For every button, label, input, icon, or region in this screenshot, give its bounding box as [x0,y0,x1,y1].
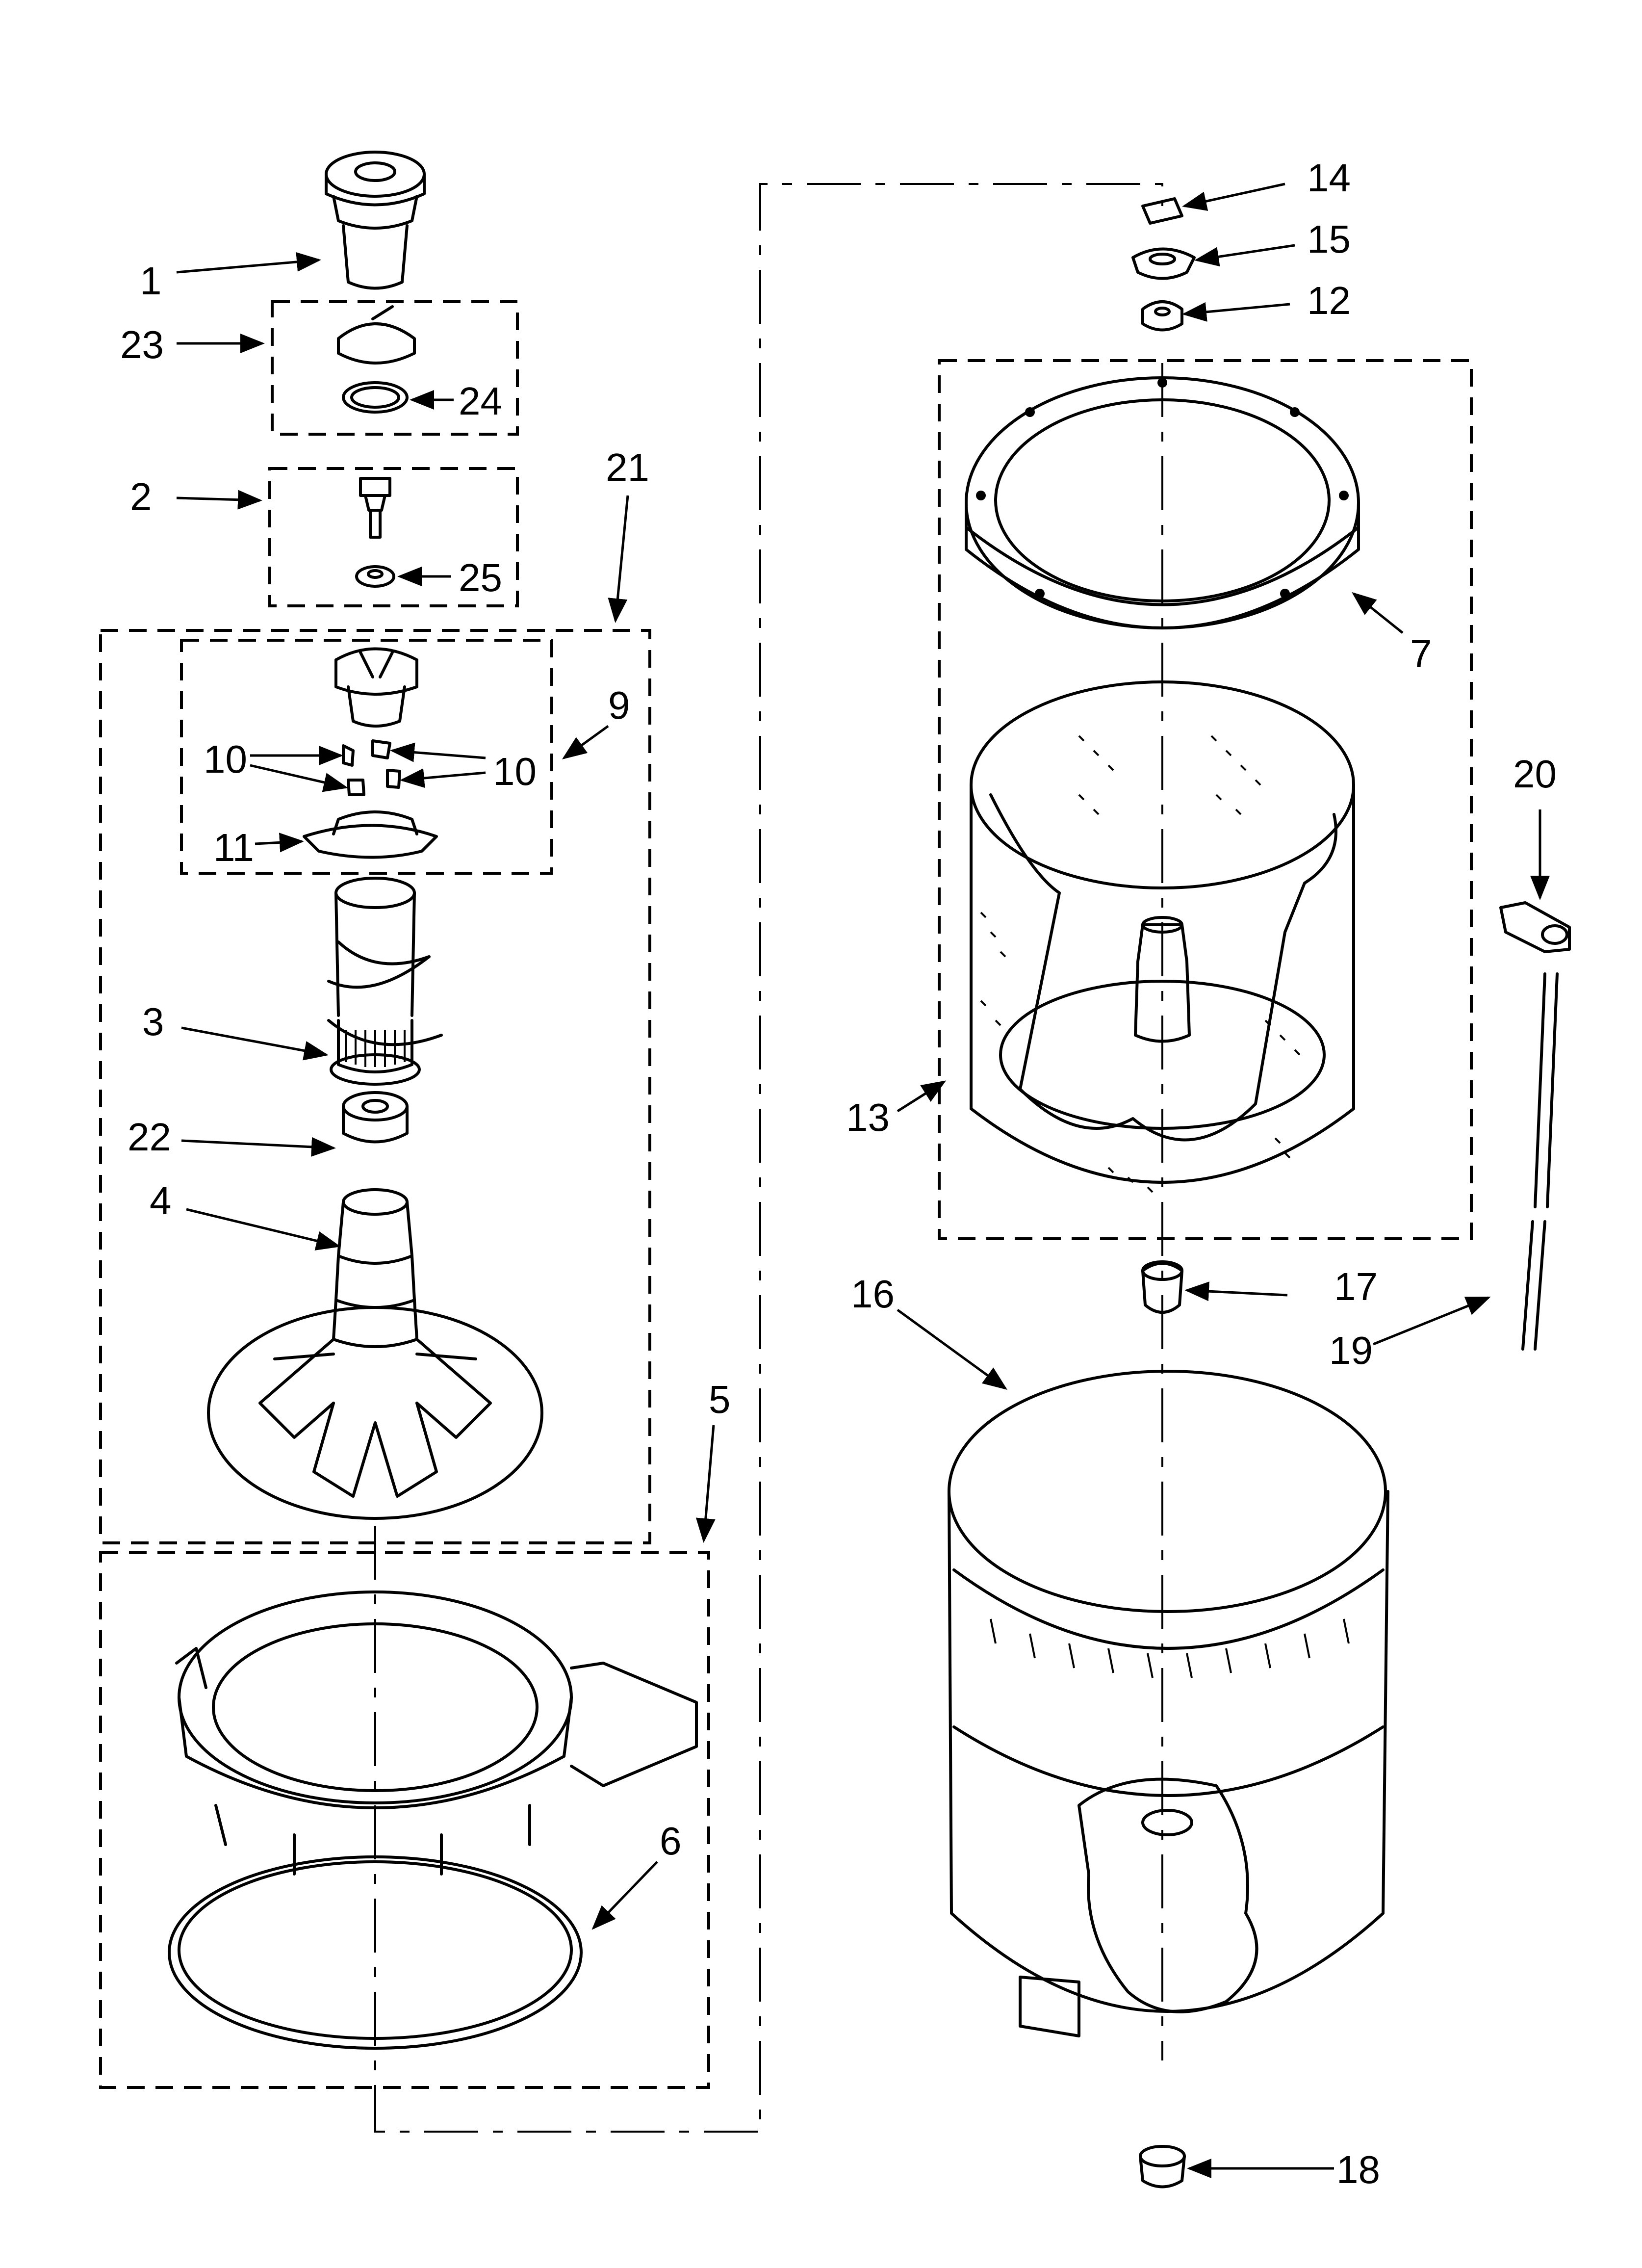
part-17-bushing [1141,1260,1183,1314]
callout-25: 25 [459,556,502,600]
callout-15: 15 [1307,217,1351,261]
callout-labels: 1 23 24 2 25 21 9 10 10 11 3 22 4 5 6 14… [120,156,1557,2191]
part-20-clamp [1499,901,1571,953]
callout-5: 5 [709,1378,731,1421]
part-24-ring [342,381,409,414]
callout-7: 7 [1410,632,1432,676]
callout-18: 18 [1336,2148,1380,2191]
part-6-seal [168,1855,583,2050]
part-2-bolt [359,477,391,539]
part-19-hose [1521,972,1559,1351]
callout-10a: 10 [204,737,247,781]
part-15-washer [1131,247,1196,280]
part-25-washer [355,565,395,588]
part-13-basket [970,680,1355,1193]
callout-4: 4 [150,1179,172,1223]
part-5-tub-ring [175,1590,698,1876]
box-21 [99,629,651,1544]
callout-9: 9 [608,683,630,727]
part-14-clip [1141,197,1183,225]
box-5 [99,1551,710,2089]
callout-13: 13 [846,1095,890,1139]
callout-23: 23 [120,323,164,366]
callout-12: 12 [1307,279,1351,322]
callout-17: 17 [1334,1265,1378,1308]
leader-lines [176,182,1550,2178]
box-2 [268,467,519,607]
callout-20: 20 [1513,752,1557,796]
callout-11: 11 [213,826,254,869]
callout-10b: 10 [493,750,537,793]
part-11-retainer [303,810,438,859]
callout-24: 24 [459,379,502,423]
callout-22: 22 [128,1115,171,1159]
callout-1: 1 [140,259,162,303]
box-9 [180,639,553,875]
part-3-auger [327,877,443,1086]
part-23-cap [337,305,416,365]
callout-19: 19 [1329,1329,1373,1372]
part-12-nut [1141,300,1183,332]
part-9-cam [334,647,418,728]
part-7-balance-ring [965,376,1360,629]
box-7-13 [938,359,1473,1240]
box-23 [271,300,519,436]
callout-14: 14 [1307,156,1351,200]
connection-line [374,183,1163,2133]
part-16-tub [948,1370,1389,2037]
callout-3: 3 [142,1000,164,1043]
part-10-dogs [342,739,401,796]
part-1-dispenser [325,151,426,290]
callout-21: 21 [606,445,649,489]
part-4-agitator-base [207,1188,543,1520]
part-22-coupling [342,1091,409,1144]
part-18-plug [1139,2145,1186,2189]
callout-16: 16 [851,1272,895,1316]
callout-2: 2 [130,475,152,519]
callout-6: 6 [660,1819,682,1863]
